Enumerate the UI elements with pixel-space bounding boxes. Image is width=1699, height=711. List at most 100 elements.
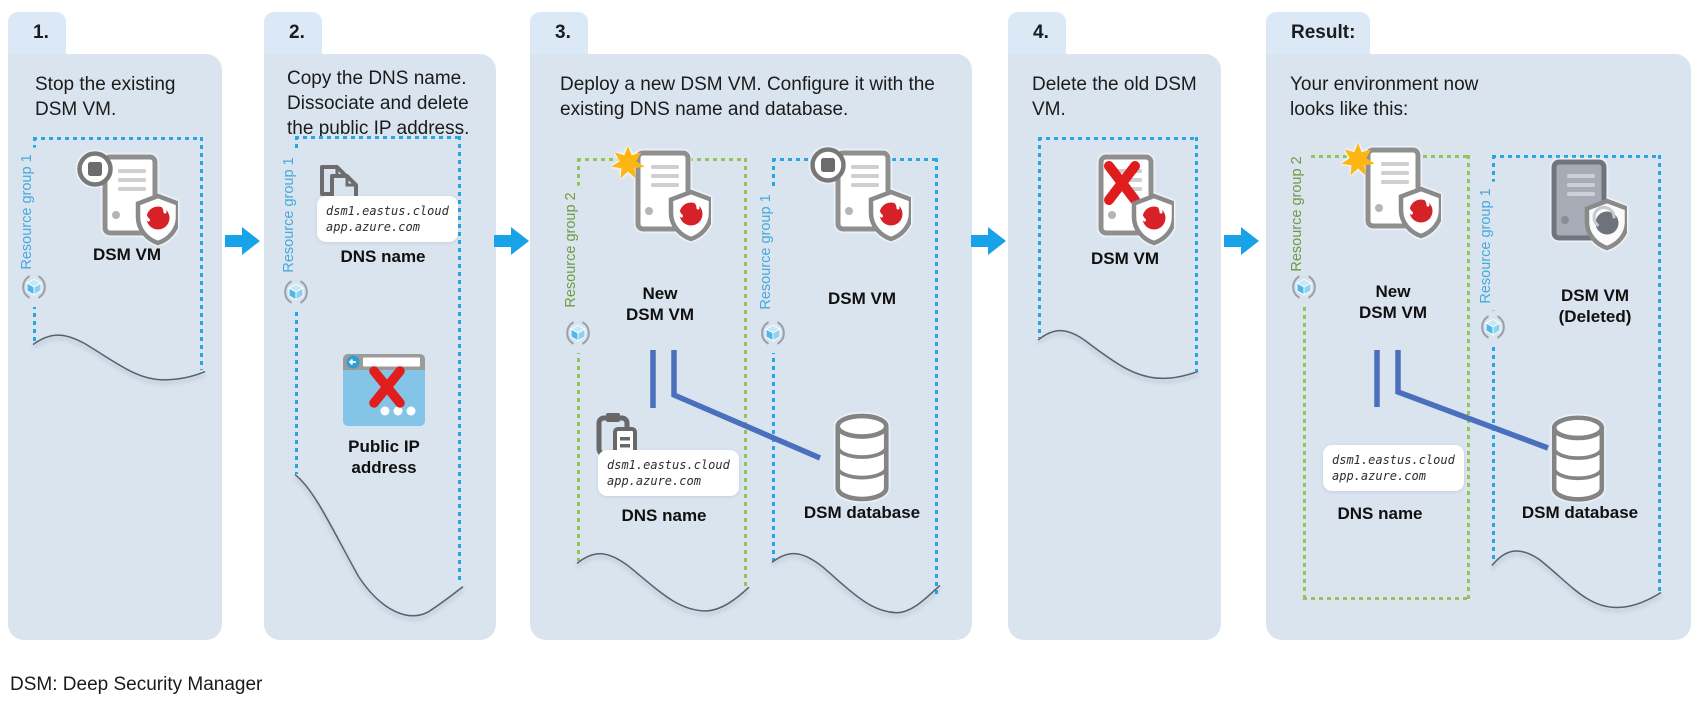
resource-group-2-border xyxy=(1303,155,1306,600)
step-4-panel xyxy=(1008,54,1221,640)
deleted-vm-icon xyxy=(1551,159,1627,251)
connector-line xyxy=(650,350,822,461)
dsm-vm-label: DSM VM xyxy=(828,289,896,308)
dns-name-box: dsm1.eastus.cloud app.azure.com xyxy=(598,450,739,496)
step-4-tab: 4. xyxy=(1008,12,1066,54)
dsm-vm-label: DSM VM xyxy=(93,245,161,264)
step-2-heading: Copy the DNS name. Dissociate and delete… xyxy=(287,68,470,139)
red-x-icon xyxy=(1104,161,1140,205)
step-1-panel xyxy=(8,54,222,640)
resource-group-1-border xyxy=(200,137,203,370)
dns-name-box: dsm1.eastus.cloud app.azure.com xyxy=(1323,445,1464,491)
dns-text-line1: dsm1.eastus.cloud xyxy=(1332,453,1455,467)
dns-name-label: DNS name xyxy=(1337,504,1423,523)
dns-text-line1: dsm1.eastus.cloud xyxy=(607,458,730,472)
dsm-vm-deleted-label: DSM VM(Deleted) xyxy=(1558,286,1632,326)
azure-resource-group-icon xyxy=(564,318,592,353)
torn-edge-wave xyxy=(295,465,463,625)
step-3-tab-label: 3. xyxy=(555,22,571,43)
result-panel xyxy=(1266,54,1691,640)
dns-name-label: DNS name xyxy=(621,506,707,525)
torn-edge-wave xyxy=(33,330,205,382)
torn-edge-wave xyxy=(1492,540,1661,615)
resource-group-1-border xyxy=(295,136,461,139)
red-x-icon xyxy=(369,366,405,408)
resource-group-border xyxy=(1038,137,1041,338)
resource-group-border xyxy=(1195,137,1198,371)
resource-group-2-border xyxy=(577,158,580,561)
resource-group-1-label: Resource group 1 xyxy=(1475,181,1497,311)
dsm-database-label: DSM database xyxy=(1521,503,1639,522)
step-1-tab: 1. xyxy=(8,12,66,54)
azure-resource-group-icon xyxy=(1290,272,1318,307)
dns-text-line2: app.azure.com xyxy=(607,474,701,488)
torn-edge-wave xyxy=(1038,325,1198,383)
trend-micro-shield-icon xyxy=(668,189,711,242)
step-3-tab: 3. xyxy=(530,12,588,54)
step-2-tab-label: 2. xyxy=(289,22,305,43)
resource-group-1-label: Resource group 1 xyxy=(16,147,38,277)
dsm-vm-label: DSM VM xyxy=(1091,249,1159,268)
resource-group-1-border xyxy=(1492,155,1661,158)
footer-caption: DSM: Deep Security Manager xyxy=(10,674,263,695)
azure-resource-group-icon xyxy=(1479,312,1507,347)
step-1-heading: Stop the existing DSM VM. xyxy=(35,74,176,120)
result-tab: Result: xyxy=(1266,12,1370,54)
resource-group-1-label: Resource group 1 xyxy=(278,150,300,280)
resource-group-2-border xyxy=(1467,155,1470,600)
trend-micro-shield-icon xyxy=(135,193,178,246)
step-3-heading: Deploy a new DSM VM. Configure it with t… xyxy=(560,74,935,120)
flow-arrow-icon xyxy=(1224,227,1259,255)
resource-group-2-label: Resource group 2 xyxy=(1286,149,1308,279)
database-icon xyxy=(835,413,889,502)
resource-group-2-border xyxy=(1303,597,1470,600)
resource-group-1-border xyxy=(1492,155,1495,563)
stopped-vm-icon xyxy=(810,147,911,242)
step-4-tab-label: 4. xyxy=(1033,22,1049,43)
flow-arrow-icon xyxy=(971,227,1006,255)
step-2-panel xyxy=(264,54,496,640)
new-vm-icon xyxy=(1341,143,1441,239)
dns-text-line1: dsm1.eastus.cloud xyxy=(326,204,449,218)
resource-group-1-border xyxy=(772,158,775,561)
stop-badge-icon xyxy=(77,151,113,187)
paste-icon xyxy=(596,413,637,458)
public-ip-icon xyxy=(343,354,425,426)
resource-group-2-label: Resource group 2 xyxy=(560,185,582,315)
gray-shield-icon xyxy=(1584,198,1627,251)
step-4-heading: Delete the old DSM VM. xyxy=(1032,74,1197,120)
resource-group-1-border xyxy=(1658,155,1661,592)
resource-group-2-border xyxy=(744,158,747,587)
resource-group-1-border xyxy=(458,136,461,584)
torn-edge-wave xyxy=(772,548,940,620)
resource-group-1-label: Resource group 1 xyxy=(755,187,777,317)
stopped-vm-icon xyxy=(77,151,178,246)
connector-line xyxy=(1374,350,1549,451)
dns-text-line2: app.azure.com xyxy=(1332,469,1426,483)
resource-group-1-border xyxy=(935,158,938,598)
step-2-tab: 2. xyxy=(264,12,322,54)
new-vm-icon xyxy=(611,146,711,242)
star-badge-icon xyxy=(1341,143,1375,176)
dns-name-box: dsm1.eastus.cloud app.azure.com xyxy=(317,196,458,242)
result-tab-label: Result: xyxy=(1291,22,1356,43)
dns-text-line2: app.azure.com xyxy=(326,220,420,234)
trend-micro-shield-icon xyxy=(1398,186,1441,239)
delete-vm-icon xyxy=(1098,154,1174,246)
flow-arrow-icon xyxy=(494,227,529,255)
flow-arrow-icon xyxy=(225,227,260,255)
azure-resource-group-icon xyxy=(282,277,310,312)
dsm-database-label: DSM database xyxy=(803,503,921,522)
star-badge-icon xyxy=(611,146,645,179)
result-heading: Your environment now looks like this: xyxy=(1290,74,1479,120)
trend-micro-shield-icon xyxy=(868,189,911,242)
stop-badge-icon xyxy=(810,147,846,183)
trend-micro-shield-icon xyxy=(1131,193,1174,246)
step-3-panel xyxy=(530,54,972,640)
azure-resource-group-icon xyxy=(759,318,787,353)
step-1-tab-label: 1. xyxy=(33,22,49,43)
